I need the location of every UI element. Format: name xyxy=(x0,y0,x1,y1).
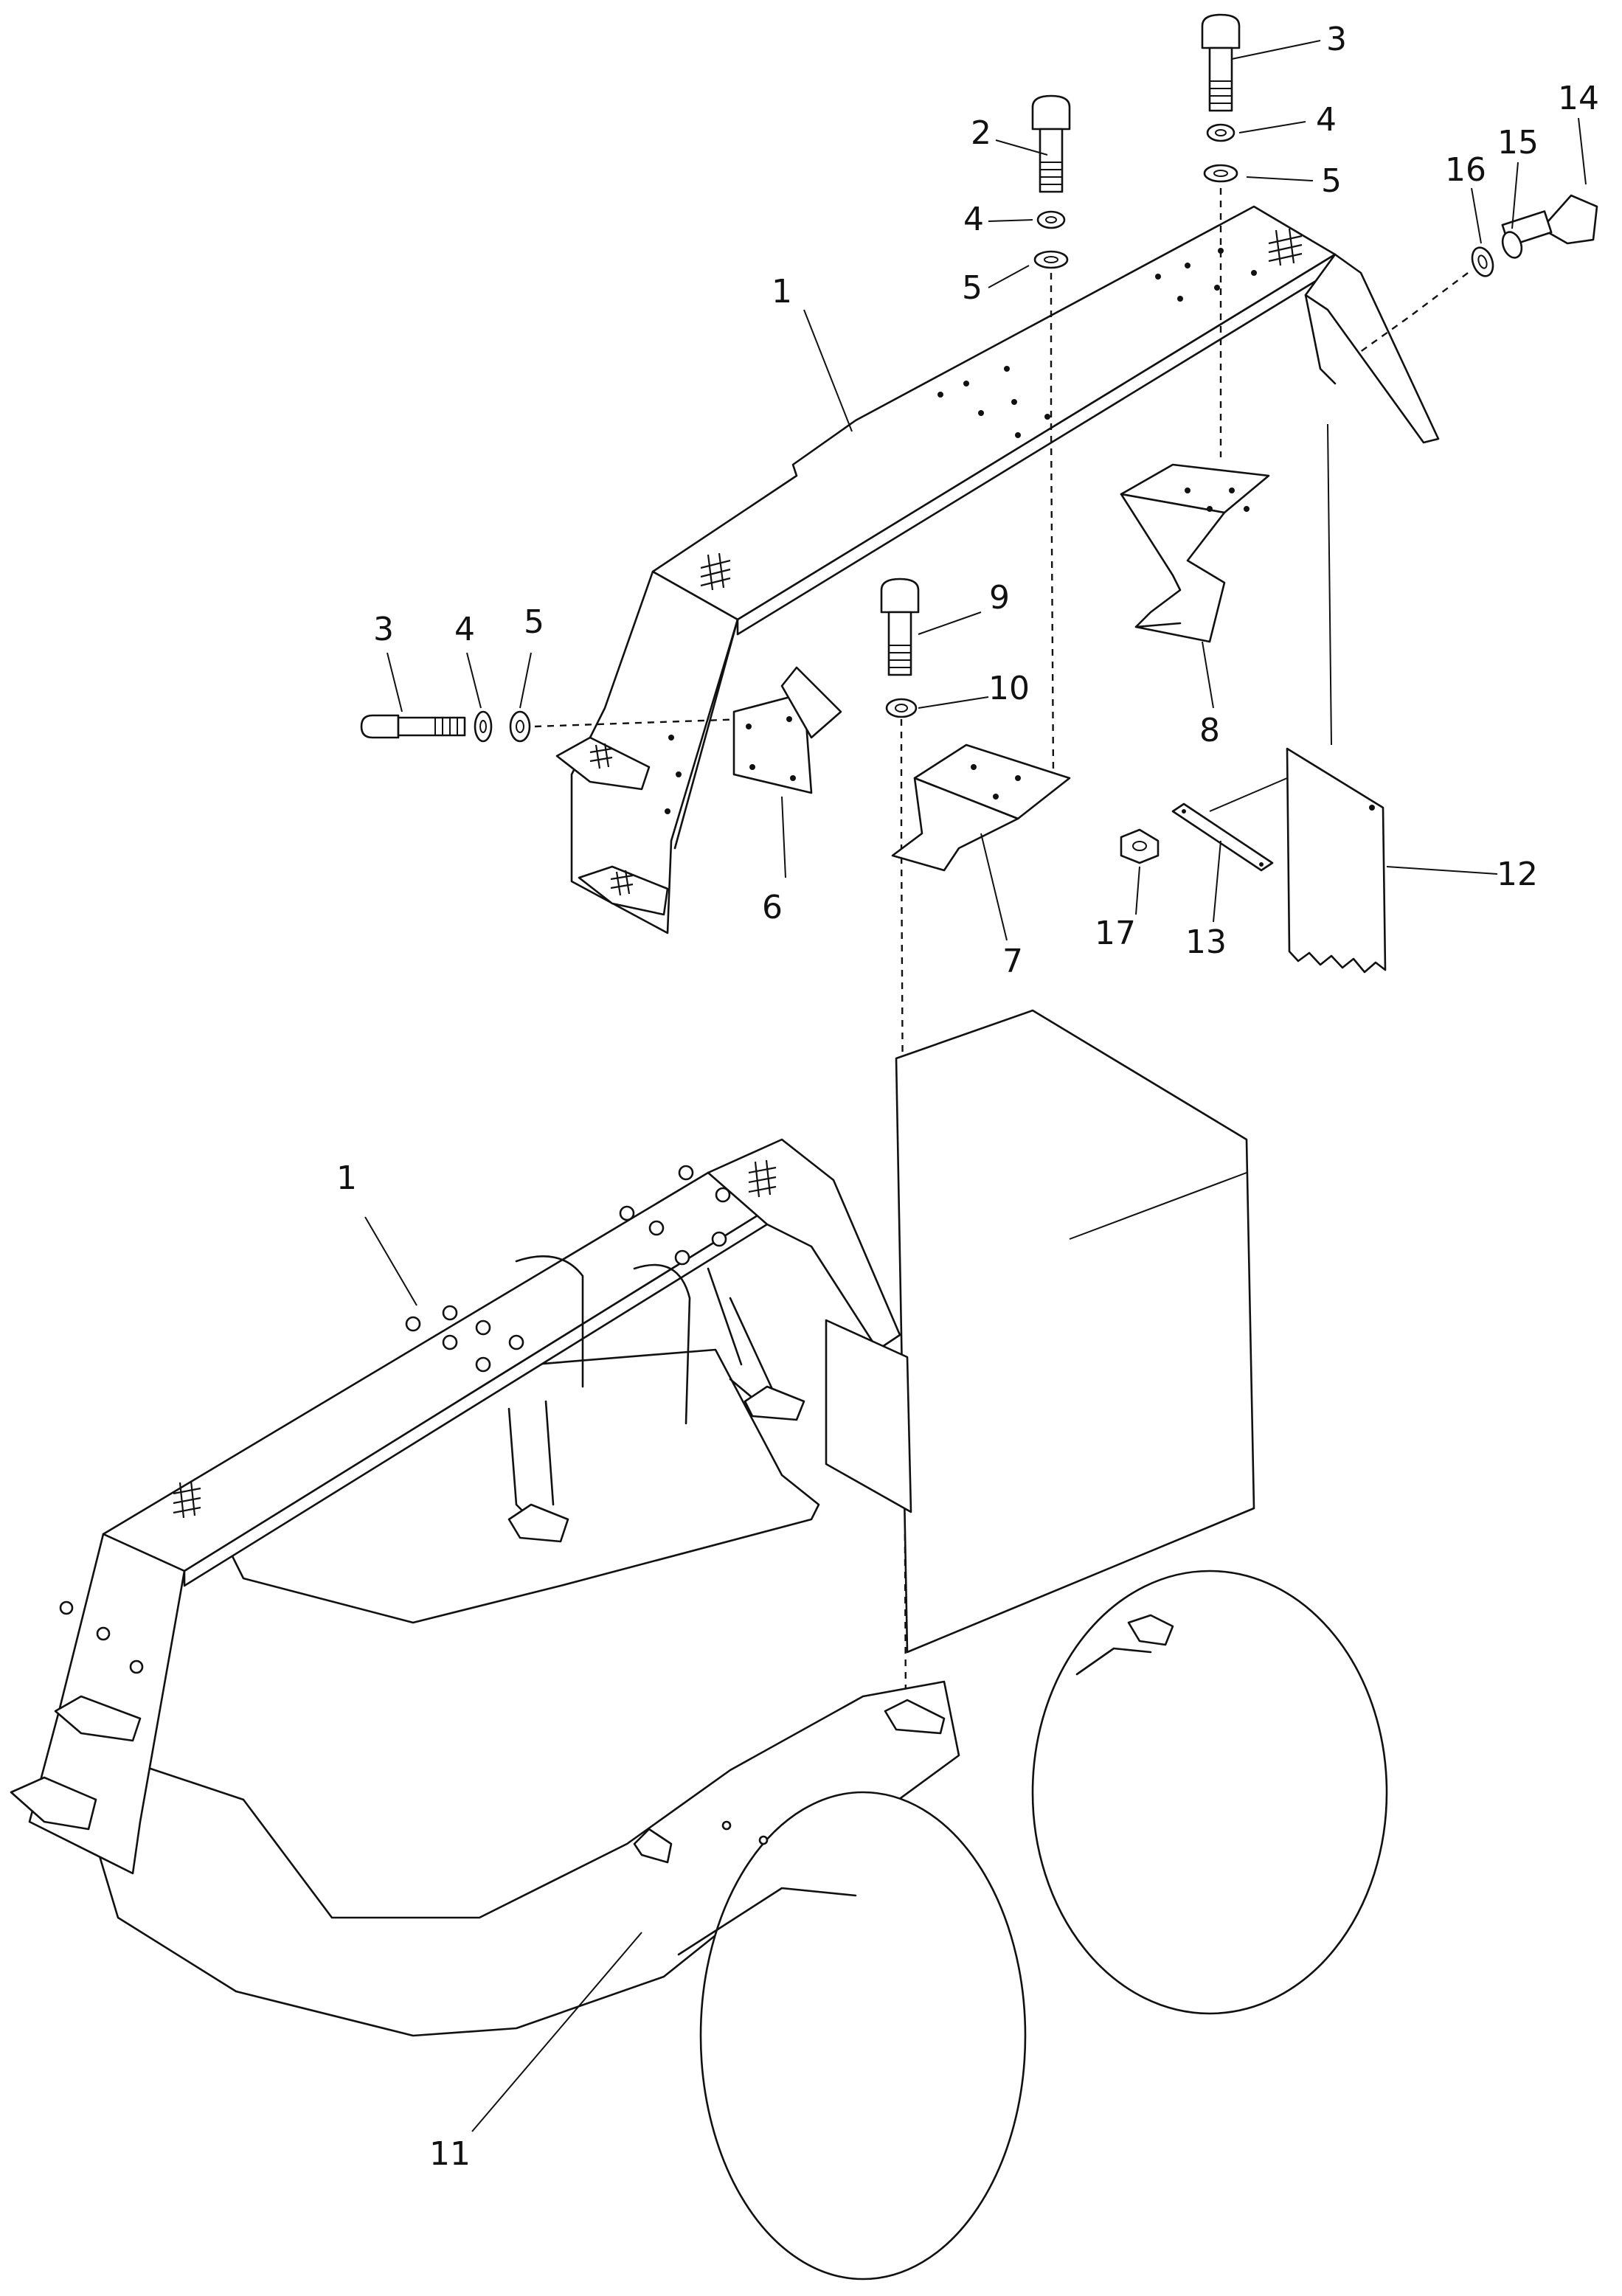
washer-16 xyxy=(1471,246,1494,277)
callout-1-bottom: 1 xyxy=(336,1159,357,1197)
callout-14: 14 xyxy=(1558,80,1599,117)
nut-17 xyxy=(1120,828,1160,864)
machine-body xyxy=(10,1009,1388,2281)
callout-11: 11 xyxy=(429,2135,471,2173)
callout-16: 16 xyxy=(1445,151,1486,189)
bolt-3-top xyxy=(1201,13,1241,112)
bolt-2 xyxy=(1031,94,1071,193)
washer-10 xyxy=(885,698,918,718)
callout-3-left: 3 xyxy=(373,611,394,648)
fender-frame-exploded xyxy=(555,205,1440,934)
plate-13 xyxy=(1171,802,1274,872)
callout-12: 12 xyxy=(1497,856,1538,893)
callout-7: 7 xyxy=(1002,943,1023,980)
washer-5-mid xyxy=(1033,250,1069,269)
front-tire xyxy=(699,1791,1027,2281)
callout-4-top: 4 xyxy=(1316,101,1337,139)
washer-4-top xyxy=(1206,123,1235,142)
washer-5-top xyxy=(1203,164,1238,183)
callout-1-top: 1 xyxy=(772,273,792,311)
callout-4-mid: 4 xyxy=(963,201,984,238)
washer-4-mid xyxy=(1036,210,1066,229)
rear-tire xyxy=(1031,1570,1388,2015)
bracket-7 xyxy=(891,743,1071,872)
washer-15 xyxy=(1501,231,1523,259)
callout-9: 9 xyxy=(989,579,1010,617)
plate-13-line xyxy=(1209,777,1288,812)
callout-3-top: 3 xyxy=(1326,21,1347,58)
leader-lines xyxy=(364,40,1587,2132)
callout-13: 13 xyxy=(1185,923,1227,961)
axis-line-bolt-14 xyxy=(1356,272,1469,355)
callout-5-left: 5 xyxy=(524,603,544,641)
axis-line-bolt-2 xyxy=(1050,273,1055,775)
callout-5-mid: 5 xyxy=(962,269,982,307)
bolt-9 xyxy=(880,578,920,676)
washer-5-left xyxy=(509,710,531,743)
bracket-8 xyxy=(1120,463,1270,643)
callout-15: 15 xyxy=(1497,124,1539,162)
frame-holes xyxy=(665,248,1257,814)
hatch-mark-assembled xyxy=(173,1159,777,1519)
bracket-6 xyxy=(732,666,842,794)
bolt-3-left xyxy=(360,714,466,739)
mudflap-edge xyxy=(1327,423,1332,746)
callout-2: 2 xyxy=(971,114,991,152)
callout-8: 8 xyxy=(1199,712,1220,749)
fender-bolts-assembled xyxy=(59,1165,731,1674)
callout-5-top: 5 xyxy=(1321,162,1342,200)
mud-flap-12 xyxy=(1286,747,1387,974)
callout-17: 17 xyxy=(1095,915,1136,952)
axis-line-bolt-3-left xyxy=(534,718,746,728)
callout-10: 10 xyxy=(988,670,1030,707)
hatch-mark-top xyxy=(700,228,1303,591)
callout-6: 6 xyxy=(762,889,783,926)
callout-4-left: 4 xyxy=(454,611,475,648)
washer-4-left xyxy=(474,710,493,743)
callout-labels: 1 2 3 4 4 5 5 14 15 16 3 4 5 6 7 8 9 10 … xyxy=(336,21,1599,2173)
hatch-mark-left xyxy=(589,743,634,896)
